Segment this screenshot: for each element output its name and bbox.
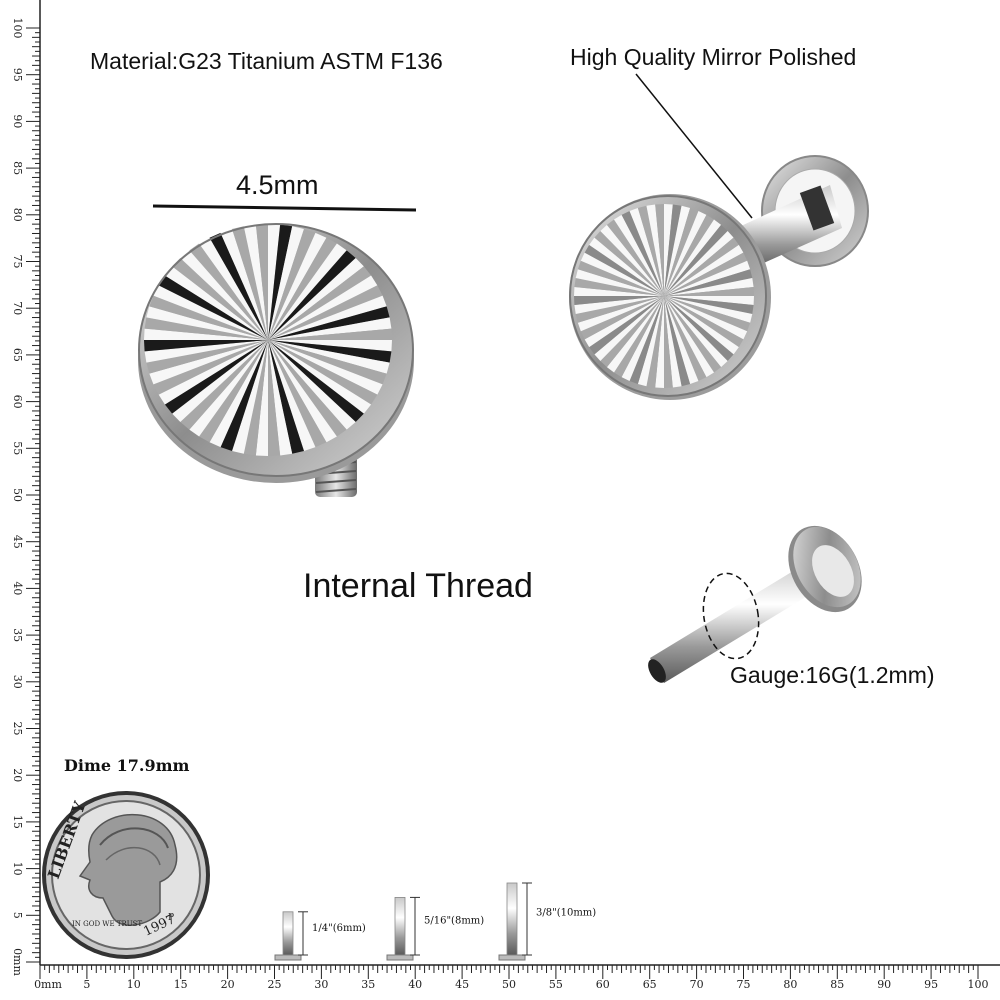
large-disc-top (138, 223, 414, 497)
gauge-highlight-ellipse (702, 572, 760, 660)
post-bar (394, 897, 406, 956)
dime-mint-text: P (168, 913, 174, 923)
bottom-ruler-label: 30 (314, 978, 328, 991)
dime-motto-text: IN GOD WE TRUST (72, 920, 142, 928)
bottom-ruler-label: 65 (643, 978, 657, 991)
post-bar (282, 911, 294, 956)
bottom-ruler-label: 20 (221, 978, 235, 991)
gauge-label: Gauge:16G(1.2mm) (730, 662, 935, 688)
bottom-ruler-label: 5 (83, 978, 90, 991)
post-length-label: 1/4"(6mm) (312, 923, 366, 934)
large-disc-rays (144, 224, 392, 456)
left-ruler-label: 35 (11, 628, 24, 642)
polish-label: High Quality Mirror Polished (570, 44, 857, 70)
left-ruler-label: 20 (11, 768, 24, 782)
left-ruler-label: 5 (11, 912, 24, 919)
left-ruler-label: 65 (11, 348, 24, 362)
dime-coin: LIBERTY IN GOD WE TRUST 1997 P (42, 791, 210, 959)
left-ruler-label: 60 (11, 395, 24, 409)
left-ruler-label: 50 (11, 488, 24, 502)
bottom-ruler: 0mm 5 10 15 20 25 30 35 40 45 50 55 60 65 70 75 80 85 90 95… (34, 964, 1000, 991)
left-ruler-label: 30 (11, 675, 24, 689)
labret-disc-rays (574, 204, 754, 388)
post-base (498, 954, 526, 961)
post-length-label: 5/16"(8mm) (424, 915, 484, 926)
post-base (386, 954, 414, 961)
bottom-ruler-label: 95 (924, 978, 938, 991)
bottom-ruler-label: 0mm (34, 978, 62, 991)
bottom-ruler-label: 10 (127, 978, 141, 991)
bottom-ruler-label: 35 (361, 978, 375, 991)
left-ruler-label: 80 (11, 208, 24, 222)
thread-label: Internal Thread (303, 567, 533, 605)
bottom-ruler-label: 60 (596, 978, 610, 991)
left-ruler-label: 0mm (11, 948, 24, 976)
bottom-ruler-label: 90 (877, 978, 891, 991)
bottom-ruler-label: 50 (502, 978, 516, 991)
bottom-ruler-label: 80 (783, 978, 797, 991)
left-ruler-label: 15 (11, 815, 24, 829)
polish-leader-line (635, 73, 753, 219)
left-ruler-label: 70 (11, 301, 24, 315)
post-base (274, 954, 302, 961)
bottom-ruler-label: 85 (830, 978, 844, 991)
post-length-samples: 1/4"(6mm) 5/16"(8mm) 3/8"(10mm) (274, 882, 596, 961)
bottom-ruler-label: 45 (455, 978, 469, 991)
labret-assembled (569, 73, 869, 400)
dime-label: Dime 17.9mm (64, 756, 190, 775)
left-ruler-label: 85 (11, 161, 24, 175)
disc-size-label: 4.5mm (236, 170, 319, 200)
disc-dimension-line (152, 204, 417, 212)
left-ruler-label: 55 (11, 441, 24, 455)
bottom-ruler-label: 100 (968, 978, 989, 991)
left-ruler-label: 10 (11, 862, 24, 876)
left-ruler: 100 95 90 85 80 75 70 65 60 55 50 45 40 35 30 25 20 15 10 5… (11, 0, 41, 976)
left-ruler-label: 40 (11, 581, 24, 595)
left-ruler-label: 75 (11, 255, 24, 269)
material-label: Material:G23 Titanium ASTM F136 (90, 48, 443, 74)
bottom-ruler-label: 15 (174, 978, 188, 991)
bottom-ruler-label: 70 (690, 978, 704, 991)
bottom-ruler-label: 25 (268, 978, 282, 991)
post-bar (506, 882, 518, 956)
labret-post (648, 525, 862, 683)
left-ruler-label: 25 (11, 722, 24, 736)
bottom-ruler-label: 75 (737, 978, 751, 991)
left-ruler-label: 95 (11, 68, 24, 82)
bottom-ruler-label: 40 (408, 978, 422, 991)
left-ruler-label: 90 (11, 114, 24, 128)
left-ruler-label: 45 (11, 535, 24, 549)
left-ruler-label: 100 (11, 18, 24, 39)
bottom-ruler-label: 55 (549, 978, 563, 991)
post-length-label: 3/8"(10mm) (536, 907, 596, 918)
